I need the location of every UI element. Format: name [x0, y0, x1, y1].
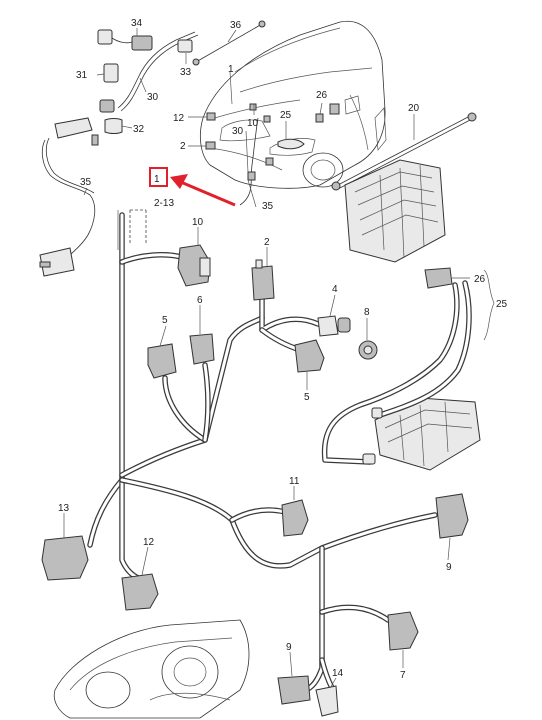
callout-6: 6: [197, 295, 203, 306]
harness-wires: [87, 212, 472, 693]
connector-26: [424, 267, 453, 289]
callout-2-car: 2: [180, 141, 186, 152]
connector-7: [387, 611, 419, 651]
callout-12-car: 12: [173, 113, 185, 124]
connector-34a: [97, 29, 113, 45]
callout-7: 7: [400, 670, 406, 681]
callout-32: 32: [133, 124, 145, 135]
connector-34: [131, 35, 153, 51]
headlight: [53, 619, 250, 719]
callout-12: 12: [143, 537, 155, 548]
clip-32: [104, 118, 123, 134]
callout-9-bottom: 9: [286, 642, 292, 653]
callout-35-car: 35: [262, 201, 274, 212]
callout-30-car: 30: [232, 126, 244, 137]
callout-8: 8: [364, 307, 370, 318]
connector-11: [281, 499, 309, 537]
callout-2: 2: [264, 237, 270, 248]
callout-36: 36: [230, 20, 242, 31]
connector-9-bottom: [277, 675, 311, 705]
callout-11: 11: [289, 476, 300, 487]
connector-12: [121, 573, 159, 611]
callout-9-right: 9: [446, 562, 452, 573]
callout-1-main: 1: [154, 174, 160, 185]
callout-labels: 34 36 31 33 30 32 12 2 1 30 10 25 26 20 …: [58, 18, 508, 681]
connectors: [41, 244, 469, 717]
connector-4: [317, 315, 339, 337]
callout-33: 33: [180, 67, 192, 78]
callout-25-car: 25: [280, 110, 292, 121]
clip-33: [177, 39, 193, 53]
callout-14: 14: [332, 668, 344, 679]
callout-1-car: 1: [228, 64, 234, 75]
callout-5-left: 5: [162, 315, 168, 326]
car-illustration: [199, 20, 387, 206]
antenna-plug: [54, 117, 93, 139]
callout-34: 34: [131, 18, 143, 29]
antenna-cable-group: [39, 20, 477, 277]
fuse-box-upper: [344, 159, 446, 263]
antenna-end-plug: [39, 247, 75, 277]
connector-2: [251, 265, 275, 301]
connector-13: [41, 535, 89, 581]
callout-26-car: 26: [316, 90, 328, 101]
connector-6: [189, 333, 215, 365]
callout-4: 4: [332, 284, 338, 295]
callout-5-right: 5: [304, 392, 310, 403]
bracket-31: [103, 63, 119, 83]
callout-26-right: 26: [474, 274, 486, 285]
highlight-box: [149, 167, 168, 187]
connector-5-right: [294, 339, 325, 373]
highlight-part-1: [149, 167, 236, 207]
callout-20: 20: [408, 103, 420, 114]
callout-25-right: 25: [496, 299, 508, 310]
callout-30-top: 30: [147, 92, 159, 103]
leader-lines: [63, 28, 495, 689]
callout-1-range: 2-13: [154, 198, 174, 209]
bracket-14: [315, 685, 339, 717]
callout-13: 13: [58, 503, 70, 514]
highlight-arrow-shaft: [175, 178, 236, 207]
connector-9-right: [435, 493, 469, 539]
callout-31: 31: [76, 70, 88, 81]
callout-10: 10: [192, 217, 204, 228]
callout-35-left: 35: [80, 177, 92, 188]
highlight-arrow-head: [170, 174, 188, 189]
callout-10-car: 10: [247, 118, 259, 129]
connector-5-left: [147, 343, 177, 379]
